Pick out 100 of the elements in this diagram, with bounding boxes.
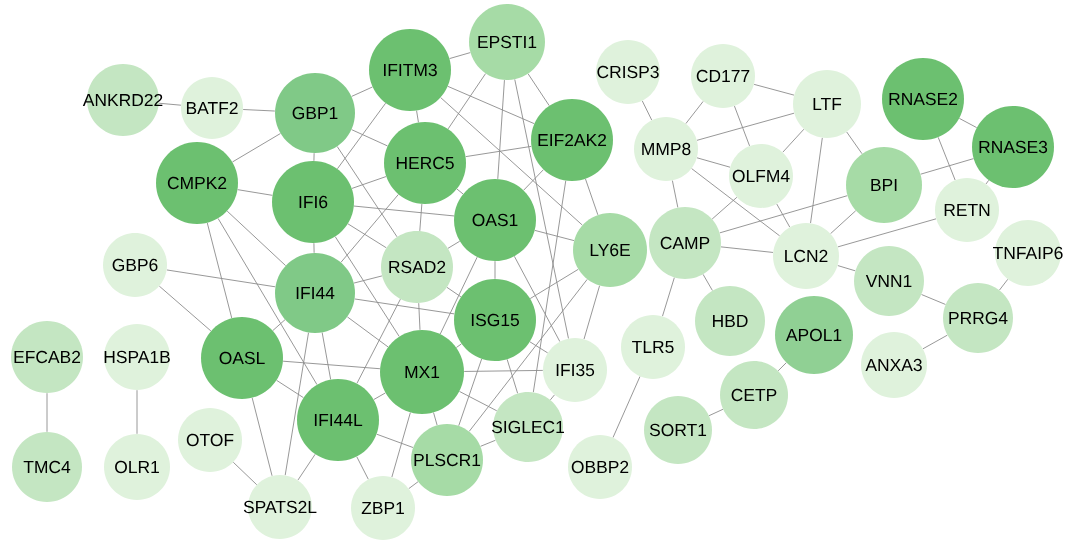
connector-line: [523, 169, 544, 191]
connector-line: [297, 453, 316, 481]
connector-line: [158, 102, 182, 106]
connector-line: [696, 157, 731, 168]
connector-line: [527, 73, 550, 107]
connector-line: [920, 158, 974, 175]
connector-line: [702, 273, 713, 291]
network-node: CAMP: [649, 207, 721, 279]
connector-line: [347, 223, 387, 249]
network-node: MMP8: [634, 117, 698, 181]
network-node: TLR5: [621, 315, 685, 379]
network-node: IFI44: [275, 253, 355, 333]
connector-line: [999, 278, 1009, 291]
connector-line: [480, 439, 496, 447]
network-node: OTOF: [178, 408, 242, 472]
network-node: APOL1: [775, 296, 853, 374]
connector-line: [985, 179, 990, 185]
connector-line: [391, 412, 411, 478]
connector-line: [447, 240, 461, 249]
network-node: LY6E: [573, 213, 647, 287]
connector-line: [846, 131, 863, 155]
connector-line: [711, 196, 738, 220]
connector-line: [237, 189, 273, 196]
network-node: GBP1: [275, 73, 355, 153]
network-node: EFCAB2: [11, 321, 83, 393]
connector-line: [136, 389, 138, 435]
connector-line: [351, 176, 387, 189]
connector-line: [446, 286, 462, 298]
network-node: CD177: [691, 44, 755, 108]
connector-line: [313, 152, 315, 162]
connector-line: [585, 178, 599, 216]
network-node: EIF2AK2: [531, 99, 613, 181]
network-node: TNFAIP6: [993, 220, 1063, 286]
network-node: OASL: [201, 317, 283, 399]
connector-line: [416, 110, 419, 123]
network-node: RETN: [935, 178, 999, 242]
connector-line: [373, 392, 386, 400]
connector-line: [376, 433, 414, 448]
connector-line: [242, 109, 276, 112]
network-node: HERC5: [384, 122, 466, 204]
connector-line: [433, 412, 438, 426]
connector-line: [336, 146, 398, 238]
connector-line: [921, 294, 946, 305]
network-node: LTF: [793, 70, 861, 138]
network-node: HSPA1B: [104, 324, 170, 390]
network-node: RSAD2: [381, 231, 453, 303]
network-node: BPI: [846, 147, 922, 223]
network-node: RNASE2: [882, 58, 964, 140]
connector-line: [641, 100, 653, 121]
connector-line: [612, 376, 641, 438]
network-node: CRISP3: [596, 40, 660, 104]
connector-line: [447, 85, 535, 125]
connector-line: [419, 203, 423, 232]
connector-line: [356, 456, 369, 480]
connector-line: [232, 133, 281, 163]
connector-line: [549, 394, 555, 401]
connector-line: [720, 246, 774, 253]
connector-line: [353, 275, 383, 284]
connector-line: [734, 105, 751, 147]
connector-line: [251, 397, 273, 477]
connector-line: [456, 188, 464, 195]
connector-line: [494, 260, 496, 280]
connector-line: [449, 52, 471, 59]
network-node: LCN2: [773, 223, 839, 289]
connector-line: [532, 180, 567, 393]
network-node: PRRG4: [943, 283, 1013, 353]
connector-line: [418, 302, 421, 331]
network-node: CETP: [720, 361, 788, 429]
connector-line: [922, 334, 948, 350]
connector-line: [166, 269, 276, 288]
network-node: ISG15: [454, 279, 536, 361]
connector-line: [513, 255, 561, 343]
network-node: SPATS2L: [243, 475, 317, 539]
network-node: OLFM4: [729, 144, 793, 208]
connector-line: [514, 78, 569, 339]
connector-line: [455, 343, 462, 348]
network-node: MX1: [380, 330, 464, 414]
network-node: OAS1: [454, 179, 536, 261]
connector-line: [439, 256, 478, 335]
connector-line: [696, 112, 795, 141]
connector-line: [356, 298, 401, 384]
network-node: OLR1: [104, 434, 170, 500]
connector-line: [468, 278, 588, 432]
connector-line: [340, 194, 399, 263]
connector-line: [346, 316, 389, 348]
connector-line: [837, 265, 856, 272]
network-node: IFI44L: [297, 379, 379, 461]
connector-line: [529, 341, 549, 354]
connector-line: [459, 391, 498, 412]
connector-line: [353, 205, 455, 217]
connector-line: [685, 100, 704, 125]
connector-line: [810, 137, 823, 224]
connector-line: [282, 360, 381, 370]
connector-line: [958, 117, 978, 129]
connector-line: [334, 236, 400, 337]
network-node: IFI35: [543, 338, 607, 402]
connector-line: [662, 277, 675, 317]
connector-line: [583, 285, 601, 340]
network-node: VNN1: [854, 246, 924, 316]
connector-line: [691, 168, 781, 237]
